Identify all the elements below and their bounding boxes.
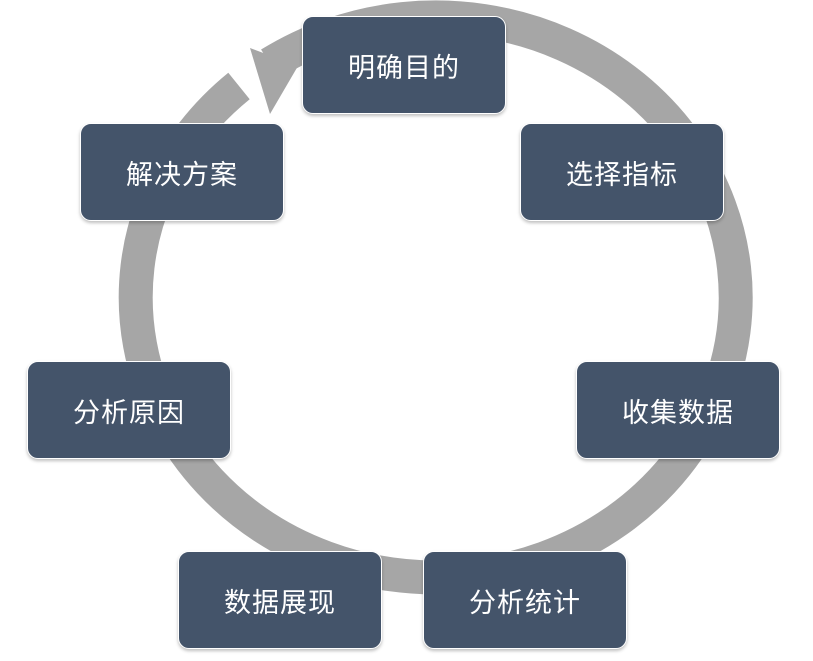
step-label-6: 分析原因: [73, 397, 185, 429]
step-label-4: 分析统计: [469, 587, 581, 619]
step-label-3: 收集数据: [622, 397, 734, 429]
cycle-arc: [118, 0, 753, 595]
step-box-5: 数据展现: [178, 551, 382, 649]
step-box-2: 选择指标: [520, 123, 724, 221]
step-label-7: 解决方案: [126, 159, 238, 191]
cycle-arrow-head: [250, 48, 298, 114]
step-box-7: 解决方案: [80, 123, 284, 221]
step-box-6: 分析原因: [27, 361, 231, 459]
step-label-5: 数据展现: [224, 587, 336, 619]
step-label-1: 明确目的: [348, 52, 460, 84]
step-label-2: 选择指标: [566, 159, 678, 191]
step-box-4: 分析统计: [423, 551, 627, 649]
step-box-3: 收集数据: [576, 361, 780, 459]
step-box-1: 明确目的: [302, 16, 506, 114]
